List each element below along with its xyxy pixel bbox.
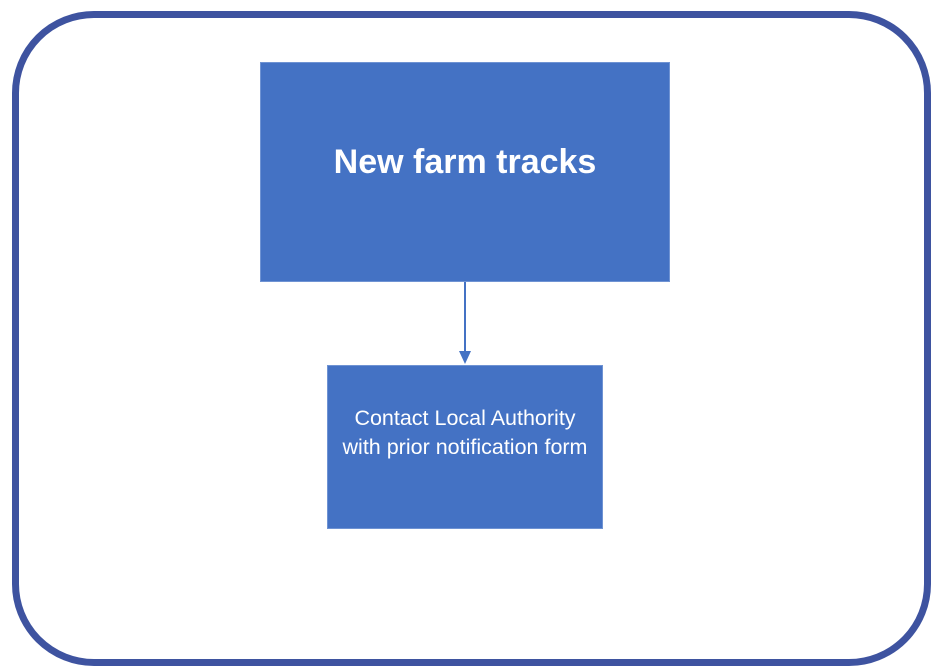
node-label: New farm tracks	[333, 142, 597, 181]
node-contact-local-authority: Contact Local Authority with prior notif…	[327, 365, 603, 529]
node-label: Contact Local Authority with prior notif…	[342, 406, 588, 459]
node-new-farm-tracks: New farm tracks	[260, 62, 670, 282]
